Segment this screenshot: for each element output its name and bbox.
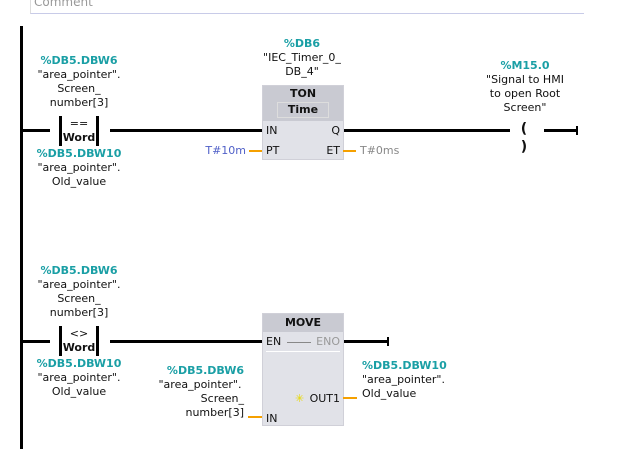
- coil-symbol: ( ): [510, 120, 544, 155]
- pt-value[interactable]: T#10m: [205, 144, 246, 157]
- pin-en: EN: [266, 335, 282, 348]
- move-name: MOVE: [263, 314, 343, 332]
- pt-wire: [249, 150, 262, 152]
- timer-address: %DB6: [283, 37, 321, 50]
- contact-tag: "area_pointer". Screen_ number[3]: [29, 68, 129, 110]
- coil-tag: "Signal to HMI to open Root Screen": [475, 73, 575, 115]
- coil-address: %M15.0: [500, 59, 550, 72]
- et-wire: [343, 150, 356, 152]
- tag-line: DB_4": [285, 65, 319, 78]
- tag-line: Screen_: [200, 392, 244, 405]
- tag-line: "Signal to HMI: [486, 73, 564, 86]
- contact-symbol[interactable]: <> Word: [50, 326, 110, 356]
- timer-instance: "IEC_Timer_0_ DB_4": [252, 51, 352, 79]
- pin-et: ET: [326, 144, 340, 157]
- compare-operator: <>: [69, 327, 89, 340]
- comment-field[interactable]: Comment: [30, 0, 584, 14]
- tag-line: "IEC_Timer_0_: [263, 51, 341, 64]
- tag-line: Screen": [503, 101, 547, 114]
- pin-in: IN: [266, 124, 278, 137]
- pin-eno: ENO: [316, 335, 340, 348]
- tag-line: Screen_: [57, 292, 101, 305]
- tag-line: number[3]: [49, 96, 109, 109]
- pin-in: IN: [266, 412, 278, 425]
- contact-tag-2: "area_pointer". Old_value: [29, 161, 129, 189]
- tag-line: Screen_: [57, 82, 101, 95]
- move-in-tag[interactable]: "area_pointer". Screen_ number[3]: [150, 378, 250, 420]
- power-rail: [20, 26, 23, 449]
- tag-line: to open Root: [489, 87, 561, 100]
- tag-line: "area_pointer".: [362, 373, 445, 386]
- in-wire: [248, 416, 262, 418]
- rung-2-end: [387, 337, 389, 346]
- contact-address-2: %DB5.DBW10: [36, 357, 122, 370]
- et-value[interactable]: T#0ms: [360, 144, 400, 157]
- contact-address: %DB5.DBW6: [40, 54, 118, 67]
- timer-type[interactable]: Time: [277, 102, 329, 118]
- tag-line: number[3]: [49, 306, 109, 319]
- out-wire: [343, 397, 357, 399]
- rung-2: [21, 340, 262, 343]
- contact-address: %DB5.DBW6: [40, 264, 118, 277]
- tag-line: "area_pointer".: [37, 371, 121, 384]
- tag-line: "area_pointer".: [158, 378, 242, 391]
- compare-operator: ==: [69, 117, 89, 130]
- tag-line: "area_pointer".: [37, 68, 121, 81]
- tag-line: Old_value: [51, 175, 107, 188]
- contact-symbol[interactable]: == Word: [50, 116, 110, 146]
- contact-tag: "area_pointer". Screen_ number[3]: [29, 278, 129, 320]
- pin-out1: OUT1: [309, 392, 340, 405]
- timer-name: TON: [289, 87, 317, 100]
- move-out-tag[interactable]: "area_pointer". Old_value: [362, 373, 445, 401]
- move-out-address: %DB5.DBW10: [362, 359, 447, 372]
- move-in-address: %DB5.DBW6: [166, 364, 244, 377]
- rung-1-end: [576, 126, 578, 135]
- tag-line: number[3]: [185, 406, 244, 419]
- tag-line: Old_value: [51, 385, 107, 398]
- pin-q: Q: [331, 124, 340, 137]
- contact-tag-2: "area_pointer". Old_value: [29, 371, 129, 399]
- tag-line: Old_value: [362, 387, 417, 400]
- tag-line: "area_pointer".: [37, 161, 121, 174]
- add-output-icon[interactable]: ✳: [295, 392, 305, 405]
- comment-placeholder: Comment: [34, 0, 93, 9]
- contact-address-2: %DB5.DBW10: [36, 147, 122, 160]
- compare-type: Word: [62, 341, 96, 354]
- tag-line: "area_pointer".: [37, 278, 121, 291]
- compare-type: Word: [62, 131, 96, 144]
- pin-pt: PT: [266, 144, 280, 157]
- eno-wire: [343, 340, 388, 343]
